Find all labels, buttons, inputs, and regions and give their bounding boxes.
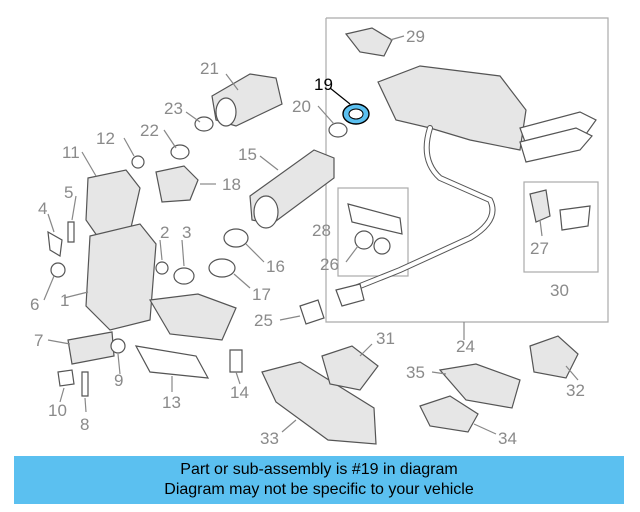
callout-23: 23 [164, 99, 183, 118]
callout-10: 10 [48, 401, 67, 420]
callout-9: 9 [114, 371, 123, 390]
callout-33: 33 [260, 429, 279, 448]
callout-18: 18 [222, 175, 241, 194]
heat-shield-33 [261, 361, 377, 445]
callout-16: 16 [266, 257, 285, 276]
banner-line-1: Part or sub-assembly is #19 in diagram [180, 461, 458, 478]
stud-10 [57, 369, 75, 387]
callout-3: 3 [182, 223, 191, 242]
callout-26: 26 [320, 255, 339, 274]
hanger-27 [529, 189, 551, 223]
callout-7: 7 [34, 331, 43, 350]
callout-29: 29 [406, 27, 425, 46]
clamp-3 [173, 267, 195, 285]
callout-5: 5 [64, 183, 73, 202]
callout-32: 32 [566, 381, 585, 400]
callout-19: 19 [314, 75, 333, 94]
gasket-13 [134, 345, 210, 379]
gasket-20 [328, 122, 348, 138]
hanger-30b [559, 205, 591, 231]
callout-2: 2 [160, 223, 169, 242]
callout-28: 28 [312, 221, 331, 240]
banner-line-2: Diagram may not be specific to your vehi… [164, 481, 474, 498]
callout-labels: 1 2 3 4 5 6 7 8 9 10 11 12 13 14 15 16 1… [30, 27, 585, 448]
hanger-bracket-29 [344, 27, 393, 57]
nut-12 [131, 155, 145, 169]
callout-20: 20 [292, 97, 311, 116]
bracket-28 [347, 203, 403, 235]
leader-lines [43, 35, 579, 435]
filter-15-end [253, 195, 279, 229]
subgroup-30-frame [523, 181, 599, 273]
callout-24: 24 [456, 337, 475, 356]
gasket-22 [170, 144, 190, 160]
callout-35: 35 [406, 363, 425, 382]
leader-19 [329, 87, 351, 105]
exhaust-parts-diagram: 1 2 3 4 5 6 7 8 9 10 11 12 13 14 15 16 1… [30, 17, 609, 448]
callout-27: 27 [530, 239, 549, 258]
info-banner: Part or sub-assembly is #19 in diagram D… [14, 456, 624, 504]
callout-31: 31 [376, 329, 395, 348]
callout-17: 17 [252, 285, 271, 304]
mount-6 [50, 262, 66, 278]
egr-part-18 [155, 165, 199, 203]
clamp-25 [299, 299, 325, 325]
bracket-7 [67, 331, 115, 365]
shield-31 [321, 345, 379, 391]
callout-15: 15 [238, 145, 257, 164]
ring-17 [208, 258, 236, 278]
callout-12: 12 [96, 129, 115, 148]
rubber-26b [373, 237, 391, 255]
muffler-assembly [335, 65, 597, 307]
callout-8: 8 [80, 415, 89, 434]
bolt-5 [67, 221, 75, 243]
callout-6: 6 [30, 295, 39, 314]
callout-4: 4 [38, 199, 47, 218]
rubber-26a [354, 230, 374, 250]
callout-25: 25 [254, 311, 273, 330]
callout-11: 11 [62, 143, 80, 162]
clamp-16 [223, 228, 249, 248]
converter-1 [85, 223, 157, 331]
flange-21 [215, 97, 237, 127]
washer-2 [155, 261, 169, 275]
shield-35 [438, 363, 521, 409]
bolt-14 [229, 349, 243, 373]
subgroup-28-frame [337, 187, 409, 277]
manifold-13-area [149, 293, 237, 341]
gasket-23 [194, 116, 214, 132]
callout-21: 21 [200, 59, 219, 78]
gasket-19-hole [348, 108, 364, 120]
bracket-32 [529, 335, 579, 379]
assembly-frame [325, 17, 609, 323]
callout-1: 1 [60, 291, 69, 310]
callout-34: 34 [498, 429, 517, 448]
callout-13: 13 [162, 393, 181, 412]
callout-22: 22 [140, 121, 159, 140]
washer-9 [110, 338, 126, 354]
callout-14: 14 [230, 383, 249, 402]
bolt-8 [81, 371, 89, 397]
callout-30: 30 [550, 281, 569, 300]
bracket-4 [47, 230, 63, 257]
shield-34 [419, 395, 479, 433]
